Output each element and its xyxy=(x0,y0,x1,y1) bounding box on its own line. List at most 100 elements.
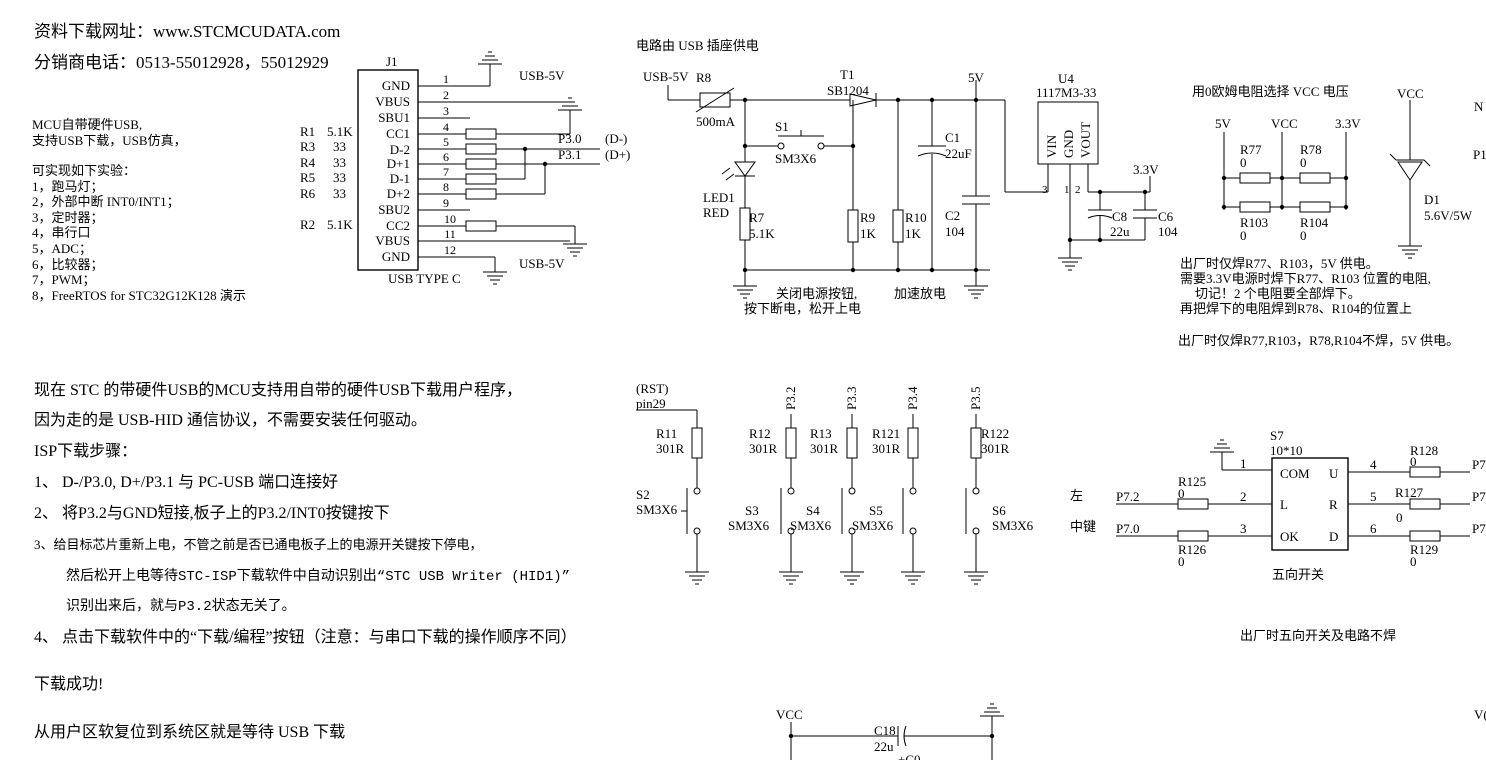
j1-pin-name: GND xyxy=(382,249,410,264)
net-3v3: 3.3V xyxy=(1335,116,1361,131)
j1-pin-number: 11 xyxy=(444,227,456,241)
net-p32: P3.2 xyxy=(783,387,798,410)
feature-intro-line: 支持USB下载，USB仿真， xyxy=(32,132,187,148)
power-circuit: 电路由 USB 插座供电 USB-5V xyxy=(636,38,1178,316)
res-ref: R6 xyxy=(300,186,316,201)
net-p7: P7 xyxy=(1472,457,1486,472)
r121-value: 301R xyxy=(872,441,901,456)
s3-value: SM3X6 xyxy=(728,518,770,533)
res-value: 33 xyxy=(333,155,346,170)
led1-ref: LED1 xyxy=(703,190,735,205)
j1-pin-name: SBU2 xyxy=(378,202,410,217)
j1-pin-number: 1 xyxy=(443,72,449,86)
net-5v: 5V xyxy=(968,70,985,85)
experiment-item: 8，FreeRTOS for STC32G12K128 演示 xyxy=(32,287,246,303)
r77-value: 0 xyxy=(1240,155,1247,170)
j1-pin-name: D-1 xyxy=(390,171,410,186)
vcc-note-3: 切记！2 个电阻要全部焊下。 xyxy=(1195,286,1361,301)
experiment-item: 2，外部中断 INT0/INT1； xyxy=(32,194,180,210)
edge-label: P1 xyxy=(1473,147,1486,162)
c8-value: 22u xyxy=(1110,224,1130,239)
usb-type-c-connector: J1 GND VBUS SBU1 CC1 D-2 D+1 D-1 D+2 SBU… xyxy=(300,51,630,286)
c2-value: 104 xyxy=(945,224,965,239)
pin-u: U xyxy=(1329,466,1339,481)
vcc-select-title: 用0欧姆电阻选择 VCC 电压 xyxy=(1192,84,1349,99)
res-value: 5.1K xyxy=(327,124,353,139)
j1-name: USB TYPE C xyxy=(388,271,461,286)
u4-pin-vout: VOUT xyxy=(1078,122,1093,158)
button-circuits: (RST) pin29 P3.2 P3.3 P3.4 P3.5 R11 301R… xyxy=(636,381,1034,585)
pin-com: COM xyxy=(1280,466,1310,481)
feature-intro: MCU自带硬件USB, 支持USB下载，USB仿真， xyxy=(32,117,187,148)
c6-value: 104 xyxy=(1158,224,1178,239)
res-value: 33 xyxy=(333,186,346,201)
r121-ref: R121 xyxy=(872,426,900,441)
r127-value: 0 xyxy=(1396,510,1403,525)
bottom-partial-circuit: VCC C18 22u +C0 V( xyxy=(776,703,1486,760)
r10-ref: R10 xyxy=(905,210,927,225)
c18-value: 22u xyxy=(874,739,894,754)
vcc-note-1: 出厂时仅焊R77、R103，5V 供电。 xyxy=(1180,256,1379,271)
pin29-label: pin29 xyxy=(636,396,666,411)
s6-value: SM3X6 xyxy=(992,518,1034,533)
r125-ref: R125 xyxy=(1178,474,1206,489)
s2-value: SM3X6 xyxy=(636,502,678,517)
res-value: 5.1K xyxy=(327,217,353,232)
u4-pin3: 3 xyxy=(1042,184,1048,196)
experiment-item: 4，串行口 xyxy=(32,225,91,241)
s2-ref: S2 xyxy=(636,487,650,502)
vcc-note-5: 出厂时仅焊R77,R103，R78,R104不焊，5V 供电。 xyxy=(1178,333,1459,348)
j1-pin-name: SBU1 xyxy=(378,110,410,125)
net-vcc: VCC xyxy=(776,707,803,722)
power-title: 电路由 USB 插座供电 xyxy=(636,38,759,53)
pin-num: 6 xyxy=(1370,521,1377,536)
isp-step-3-cont2: 识别出来后，就与P3.2状态无关了。 xyxy=(66,599,296,615)
r126-ref: R126 xyxy=(1178,542,1207,557)
r12-ref: R12 xyxy=(749,426,771,441)
j1-pin-number: 6 xyxy=(443,150,449,164)
c1-value: 22uF xyxy=(945,146,972,161)
res-ref: R4 xyxy=(300,155,316,170)
power-button-note-2: 按下断电，松开上电 xyxy=(744,301,861,316)
pin-num: 3 xyxy=(1240,521,1247,536)
s7-ref: S7 xyxy=(1270,428,1284,443)
t1-ref: T1 xyxy=(840,67,854,82)
r77-ref: R77 xyxy=(1240,142,1262,157)
rst-label: (RST) xyxy=(636,381,669,396)
experiment-item: 1，跑马灯； xyxy=(32,178,104,194)
r13-ref: R13 xyxy=(810,426,832,441)
power-button-note-1: 关闭电源按钮, xyxy=(776,286,857,301)
r129-ref: R129 xyxy=(1410,542,1438,557)
net-vcc: VCC xyxy=(1397,86,1424,101)
net-usb-5v: USB-5V xyxy=(519,256,565,271)
net-p70: P7.0 xyxy=(1116,521,1139,536)
five-way-switch: S7 10*10 COM U L R OK D 1 2 3 4 5 6 左 中键… xyxy=(1070,428,1486,643)
res-ref: R5 xyxy=(300,170,315,185)
r9-value: 1K xyxy=(860,226,877,241)
net-d-plus: (D+) xyxy=(605,147,630,162)
net-5v: 5V xyxy=(1215,116,1232,131)
edge-label: V( xyxy=(1474,707,1486,722)
u4-value: 1117M3-33 xyxy=(1036,85,1096,100)
net-d-minus: (D-) xyxy=(605,131,627,146)
s5-ref: S5 xyxy=(869,503,883,518)
feature-intro-line: MCU自带硬件USB, xyxy=(32,117,143,132)
j1-pin-number: 8 xyxy=(443,180,449,194)
net-p33: P3.3 xyxy=(844,387,859,410)
isp-paragraph-2: 因为走的是 USB-HID 通信协议，不需要安装任何驱动。 xyxy=(34,412,427,429)
r8-ref: R8 xyxy=(696,70,711,85)
r126-value: 0 xyxy=(1178,554,1185,569)
c0-label: +C0 xyxy=(898,752,921,760)
experiment-item: 7，PWM； xyxy=(32,272,96,288)
res-value: 33 xyxy=(333,139,346,154)
net-p7: P7 xyxy=(1472,489,1486,504)
net-p31: P3.1 xyxy=(558,147,581,162)
r127-ref: R127 xyxy=(1395,485,1424,500)
j1-pin-name: D-2 xyxy=(390,142,410,157)
r7-value: 5.1K xyxy=(749,226,775,241)
download-url: 资料下载网址：www.STCMCUDATA.com xyxy=(34,22,341,41)
j1-pin-number: 9 xyxy=(443,196,449,210)
r129-value: 0 xyxy=(1410,554,1417,569)
r12-value: 301R xyxy=(749,441,778,456)
net-p34: P3.4 xyxy=(905,386,920,410)
